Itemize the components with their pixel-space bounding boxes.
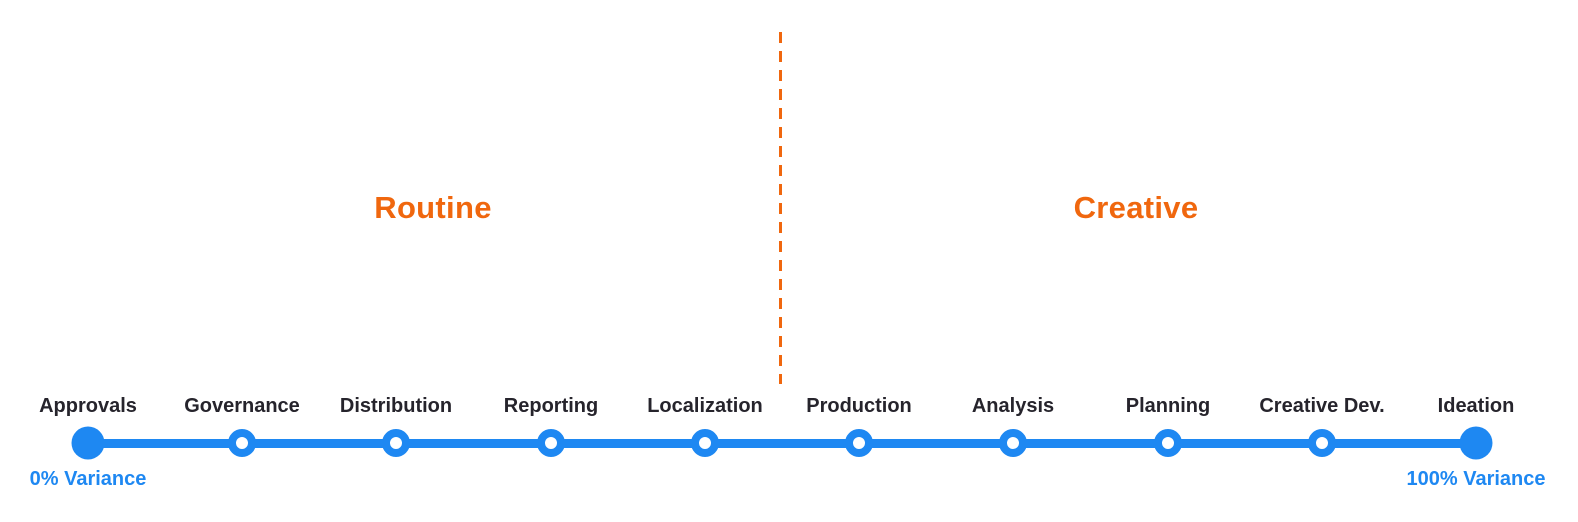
hollow-node-icon xyxy=(228,429,256,457)
milestone-label: Ideation xyxy=(1437,395,1515,417)
milestone-label: Production xyxy=(806,395,912,417)
milestone-label: Reporting xyxy=(503,395,599,417)
section-title-routine: Routine xyxy=(374,190,492,225)
hollow-node-icon xyxy=(1154,429,1182,457)
section-title-creative: Creative xyxy=(1073,190,1199,225)
milestone-label: Governance xyxy=(184,395,300,417)
hollow-node-icon xyxy=(1308,429,1336,457)
hollow-node-icon xyxy=(691,429,719,457)
filled-node-icon xyxy=(1459,426,1493,460)
milestone-label: Localization xyxy=(647,395,763,417)
variance-caption-end: 100% Variance xyxy=(1406,468,1546,490)
hollow-node-icon xyxy=(845,429,873,457)
filled-node-icon xyxy=(71,426,105,460)
milestone-label: Distribution xyxy=(339,395,453,417)
milestone-label: Approvals xyxy=(39,395,137,417)
hollow-node-icon xyxy=(382,429,410,457)
timeline-track xyxy=(88,439,1476,448)
milestone-label: Creative Dev. xyxy=(1259,395,1385,417)
variance-caption-start: 0% Variance xyxy=(29,468,147,490)
milestone-label: Planning xyxy=(1125,395,1211,417)
dashed-divider-line xyxy=(779,32,782,384)
milestone-label: Analysis xyxy=(971,395,1055,417)
hollow-node-icon xyxy=(999,429,1027,457)
hollow-node-icon xyxy=(537,429,565,457)
